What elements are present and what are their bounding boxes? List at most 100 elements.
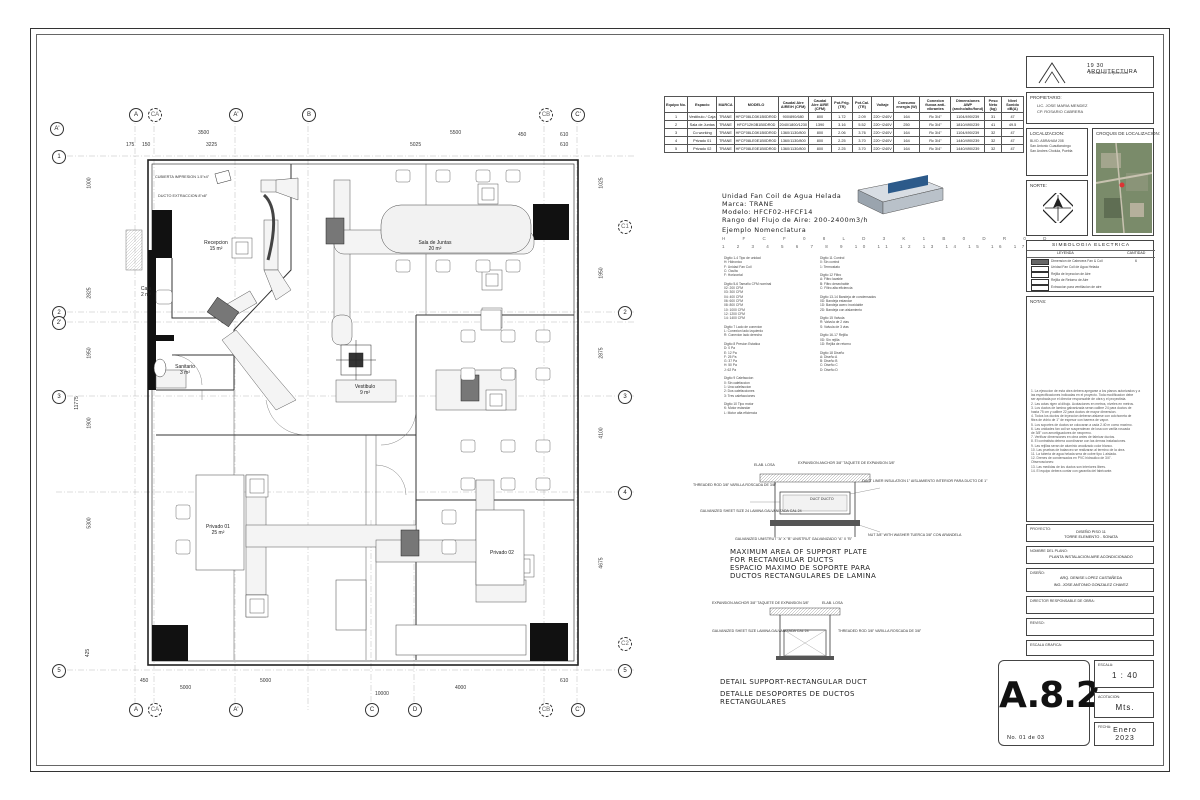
- grid-bubble-top: B: [302, 108, 316, 122]
- equipment-cell: 1440/490/239: [950, 136, 986, 145]
- note-line: 5. Los soportes de ductos se colocaran a…: [1031, 422, 1133, 427]
- detail1-label-insul: DUCT LINER INSULATION 1" AISLAMIENTO INT…: [862, 479, 988, 483]
- equipment-cell: Rc 3/4": [919, 128, 952, 137]
- col-header: Consumo energia (W): [892, 96, 921, 113]
- equipment-cell: 1360/1130/800: [777, 136, 809, 145]
- grid-bubble-left: 1: [52, 150, 66, 164]
- equipment-cell: 800: [807, 128, 832, 137]
- printer-icon: [214, 170, 232, 184]
- equipment-cell: 800: [807, 144, 832, 153]
- equipment-cell: TRANE: [716, 144, 735, 153]
- equipment-table-header: Equipo No. Espacio MARCA MODELO Caudal A…: [663, 96, 1024, 113]
- room-name: Caja: [140, 286, 152, 292]
- equipment-cell: 2.25: [830, 136, 853, 145]
- symbol-swatch-icon: [1031, 265, 1049, 272]
- dim-top-sub: 610: [560, 132, 569, 138]
- col-header: Peso Neto (kg): [984, 96, 1003, 113]
- detail1-label-duct: DUCT DUCTO: [810, 497, 834, 501]
- meeting-table: [380, 204, 532, 254]
- designer-name: ARQ. DENISE LOPEZ CASTAÑEDA: [1060, 576, 1122, 580]
- dim-bottom: 610: [560, 678, 569, 684]
- equipment-cell: 220~/240V: [871, 144, 894, 153]
- dim-left: 1000: [86, 177, 93, 189]
- exterior-walls: [147, 159, 579, 666]
- detail2-label-sheet: GALVANIZED SHEET SIZE LAMINA GALVANIZADA…: [712, 629, 809, 633]
- equipment-cell: 164: [892, 144, 921, 153]
- room-name: Sanitario: [175, 364, 195, 370]
- equipment-cell: 32: [984, 136, 1003, 145]
- north-arrow-icon: [1043, 193, 1073, 223]
- room-recepcion: Recepcion 15 m²: [196, 240, 236, 252]
- equipment-cell: TRANE: [716, 136, 735, 145]
- equipment-cell: Rc 3/4": [919, 144, 952, 153]
- note-line: 3. Los ductos de lamina galvanizada sera…: [1031, 405, 1132, 410]
- date-year: 2023: [1115, 735, 1135, 742]
- return-grille-icon: [336, 340, 376, 380]
- units-value: Mts.: [1115, 703, 1135, 712]
- symbol-text: Dimension de Cabecera Fan & Coil: [1051, 258, 1103, 263]
- note-line: 6. Las unidades fan coil se suspenderan …: [1031, 426, 1130, 431]
- dim-top: 3500: [198, 130, 210, 136]
- equipment-cell: 5.52: [851, 120, 873, 129]
- equipment-cell: 220~/240V: [871, 120, 894, 129]
- equipment-cell: HFCF12K0B1B0DR0D: [733, 120, 779, 129]
- equipment-cell: Rc 3/4": [919, 120, 952, 129]
- review-label: REVISO:: [1030, 621, 1045, 625]
- units-label: ACOTACION:: [1098, 695, 1121, 699]
- dim-left-total: 11775: [73, 396, 80, 410]
- equipment-cell: 164: [892, 128, 921, 137]
- dim-right: 4100: [598, 427, 605, 439]
- col-header: Pot.Cal. (TR): [851, 96, 873, 113]
- unit-spec-brand: Marca: TRANE: [722, 200, 774, 208]
- equipment-cell: HFCF08LE0E1B0DR0D: [733, 144, 779, 153]
- column: [152, 210, 172, 258]
- grid-bubble-bottom: A: [129, 703, 143, 717]
- owner-box: PROPIETARIO: LIC. JOSE MARIA MENDEZ CP. …: [1026, 92, 1154, 124]
- note-line: 7. Verificar dimensiones en obra antes d…: [1031, 435, 1116, 440]
- equipment-cell: 47: [1001, 112, 1024, 121]
- detail1-title-es-2: DUCTOS RECTANGULARES DE LAMINA: [730, 572, 877, 580]
- equipment-cell: 2.25: [830, 144, 853, 153]
- note-line: 11. La tuberia de agua helada sera de co…: [1031, 452, 1117, 457]
- col-header: MODELO: [733, 96, 779, 113]
- grid-bubble-bottom: D: [408, 703, 422, 717]
- designer-name-2: ING. JOSE ANTONIO GONZALEZ CHAVEZ: [1053, 583, 1129, 587]
- equipment-cell: Privado 02: [687, 144, 718, 153]
- project-box: PROYECTO: DISEÑO PISO 11 TORRE ELEMENTO …: [1026, 524, 1154, 542]
- dim-right: 1025: [598, 177, 605, 189]
- equipment-cell: TRANE: [716, 112, 735, 121]
- equipment-cell: Rc 3/4": [919, 136, 952, 145]
- equipment-cell: 3.70: [851, 144, 873, 153]
- grid-bubble-left: 3: [52, 390, 66, 404]
- col-header: MARCA: [716, 96, 735, 113]
- date-box: FECHA: Enero 2023: [1094, 722, 1154, 746]
- grid-bubble-left: 5: [52, 664, 66, 678]
- equipment-cell: 2040/1800/1230: [777, 120, 809, 129]
- sheet-of: No. 01 de 03: [1007, 735, 1045, 741]
- equipment-cell: 1104/490/239: [950, 112, 986, 121]
- grid-bubble-bottom: CA: [148, 703, 162, 717]
- satellite-map-image: [1096, 143, 1152, 233]
- owner-label: PROPIETARIO:: [1030, 95, 1062, 100]
- detail2-label-rod: THREADED ROD 3/8" VARILLA ROSCADA DE 3/8…: [838, 629, 922, 633]
- equipment-cell: 2.06: [830, 128, 853, 137]
- unit-spec-digits: 1 2 3 4 5 6 7 8 9 10 11 12 13 14 15 16 1…: [722, 244, 1053, 249]
- design-box: DISEÑO: ARQ. DENISE LOPEZ CASTAÑEDA ING.…: [1026, 568, 1154, 592]
- sheet-number-box: A.8.2 No. 01 de 03: [998, 660, 1101, 746]
- column: [530, 623, 568, 661]
- detail1-title-en-2: FOR RECTANGULAR DUCTS: [730, 556, 834, 564]
- column: [533, 204, 569, 240]
- dro-box: DIRECTOR RESPONSABLE DE OBRA:: [1026, 596, 1154, 614]
- detail1-title-en-1: MAXIMUM AREA OF SUPPORT PLATE: [730, 548, 868, 556]
- dim-bottom: 4000: [455, 685, 467, 691]
- equipment-cell: 47: [1001, 136, 1024, 145]
- dim-bottom: 5000: [180, 685, 192, 691]
- dim-left: 5300: [86, 517, 93, 529]
- notes-lines: 1. La ejecucion de esta obra debera apeg…: [1031, 389, 1140, 473]
- equipment-cell: 3: [663, 128, 689, 137]
- room-area: 9 m²: [360, 390, 370, 396]
- grid-bubble-right: 4: [618, 486, 632, 500]
- equipment-cell: 5: [663, 144, 689, 153]
